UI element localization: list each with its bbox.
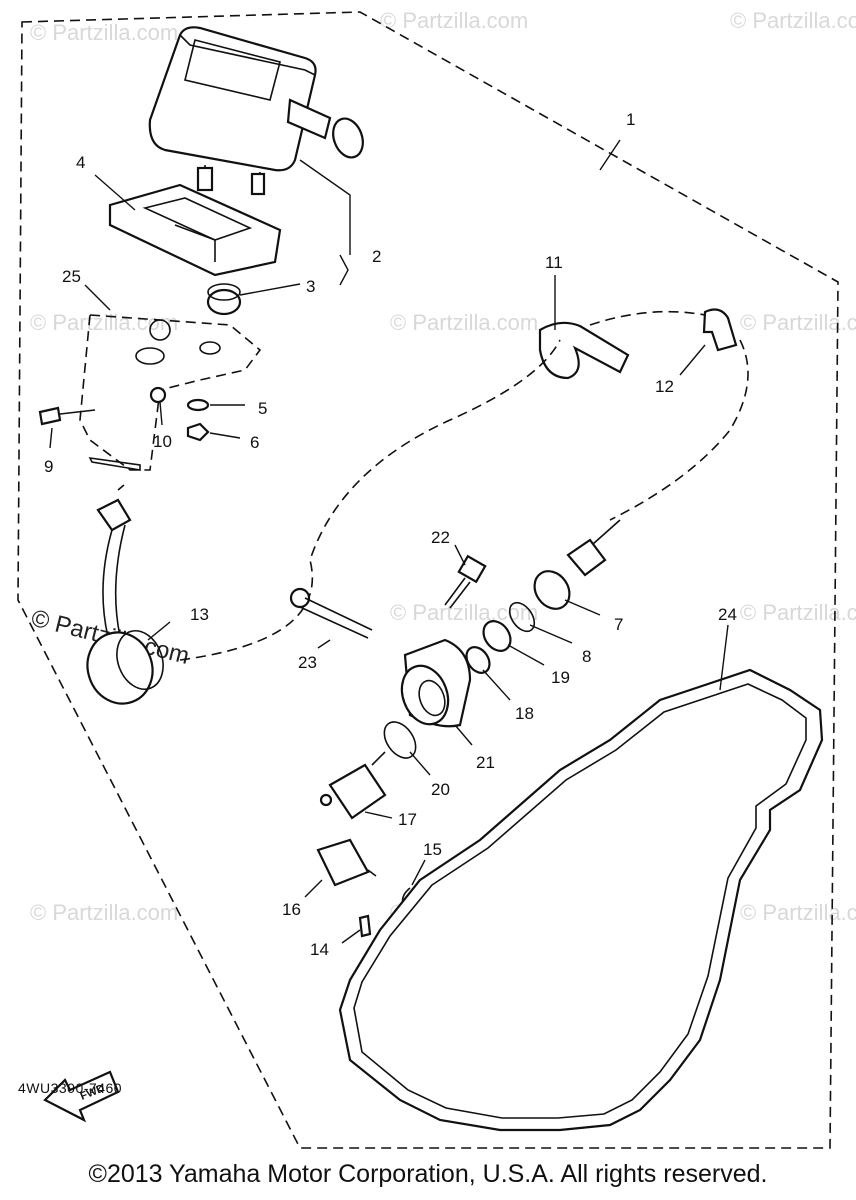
part-label-6: 6 [250,433,259,452]
forward-arrow-icon: FWD [43,1070,120,1123]
part-label-20: 20 [431,780,450,799]
watermark-text: © Partzilla.com [740,310,856,335]
part-label-14: 14 [310,940,329,959]
bolt-22 [444,554,487,609]
cable-sleeve [533,519,621,610]
part-label-25: 25 [62,267,81,286]
cable-route [179,310,749,661]
watermark-text: © Partzilla.com [740,600,856,625]
part-label-21: 21 [476,753,495,772]
part-label-24: 24 [718,605,737,624]
crankcase-gasket [338,668,824,1132]
part-label-4: 4 [76,153,85,172]
leader-lines [49,139,729,944]
part-label-2: 2 [372,247,381,266]
watermark-text: © Partzilla.com [740,900,856,925]
speedometer-meter [148,26,364,196]
watermark-text: © Partzilla.com [30,900,178,925]
gear-16 [316,838,377,887]
part-label-13: 13 [190,605,209,624]
part-label-23: 23 [298,653,317,672]
drive-unit [86,630,164,705]
gear-housing [400,638,472,728]
cable-clamp [538,321,630,380]
grommet [206,283,242,316]
watermark-text: © Partzilla.com [730,8,856,33]
diagram-code: 4WU3300-7460 [18,1080,123,1096]
gear-17 [319,751,387,820]
watermark-text: © Partzilla.com [390,600,538,625]
assembly-boundary [17,11,839,1149]
part-label-8: 8 [582,647,591,666]
gasket-inner-edge [353,683,807,1119]
watermark-text: © Partzilla.com [30,310,178,335]
part-label-17: 17 [398,810,417,829]
part-label-19: 19 [551,668,570,687]
seals [383,601,536,759]
watermark-text: © Partzilla.com [390,310,538,335]
hardware [38,386,210,442]
meter-bracket [108,183,282,277]
part-label-5: 5 [258,399,267,418]
part-label-7: 7 [614,615,623,634]
part-label-12: 12 [655,377,674,396]
watermark-text: © Partzilla.com [380,8,528,33]
bolt-23 [289,587,373,639]
part-label-18: 18 [515,704,534,723]
part-label-15: 15 [423,840,442,859]
copyright-notice: ©2013 Yamaha Motor Corporation, U.S.A. A… [88,1160,768,1188]
part-label-10: 10 [153,432,172,451]
part-label-3: 3 [306,277,315,296]
part-label-22: 22 [431,528,450,547]
part-label-1: 1 [626,110,635,129]
part-label-11: 11 [545,253,563,272]
watermark-text: © Partzilla.com [30,20,178,45]
cable-clip [702,308,738,352]
part-label-16: 16 [282,900,301,919]
part-label-9: 9 [44,457,53,476]
part-labels: 1 2 3 4 5 6 7 8 9 10 11 12 13 14 15 16 1… [44,110,737,959]
